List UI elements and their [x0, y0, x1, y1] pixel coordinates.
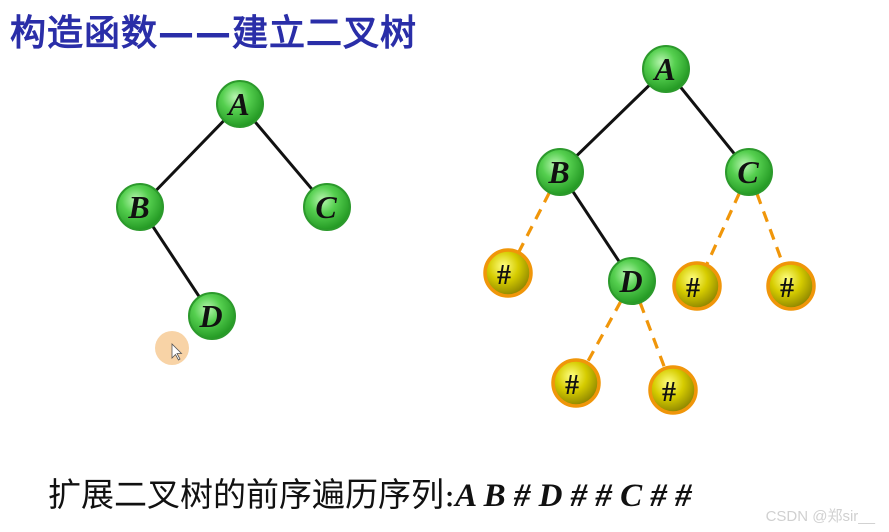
- preorder-sequence: A B # D # # C # #: [455, 478, 692, 514]
- right-tree-node-C: C: [725, 148, 773, 196]
- node-label: B: [547, 154, 569, 190]
- cursor-arrow-icon: [171, 343, 183, 361]
- node-circle: [672, 261, 722, 311]
- node-circle: [116, 183, 164, 231]
- right-tree-edge-A-C: [679, 85, 736, 156]
- node-label: C: [315, 189, 337, 225]
- right-tree-node-null-n1: #: [483, 248, 533, 298]
- right-tree-edge-B-D: [571, 190, 621, 263]
- left-tree-node-A: A: [216, 80, 264, 128]
- node-label: #: [565, 370, 579, 401]
- node-label: A: [652, 51, 675, 87]
- node-label: C: [737, 154, 759, 190]
- right-tree-edge-C-n4: [705, 192, 741, 266]
- left-tree-node-B: B: [116, 183, 164, 231]
- right-tree-edge-D-n3: [638, 301, 667, 370]
- node-label: #: [686, 273, 700, 304]
- left-tree-edge-A-B: [154, 119, 226, 192]
- right-tree-node-null-n5: #: [766, 261, 816, 311]
- node-label: A: [226, 86, 249, 122]
- node-circle: [303, 183, 351, 231]
- node-circle: [483, 248, 533, 298]
- right-tree-edge-B-n1: [517, 191, 551, 254]
- right-tree-node-null-n2: #: [551, 358, 601, 408]
- caption-label: 扩展二叉树的前序遍历序列:: [48, 475, 456, 514]
- left-tree-node-D: D: [188, 292, 236, 340]
- left-tree-node-C: C: [303, 183, 351, 231]
- page-title: 构造函数——建立二叉树: [10, 13, 418, 54]
- right-tree-node-null-n3: #: [648, 365, 698, 415]
- right-tree-edge-D-n2: [585, 300, 623, 364]
- node-circle: [608, 257, 656, 305]
- left-tree-edge-B-D: [151, 225, 201, 298]
- preorder-caption: 扩展二叉树的前序遍历序列:A B # D # # C # #: [48, 468, 692, 516]
- node-circle: [216, 80, 264, 128]
- right-tree-node-A: A: [642, 45, 690, 93]
- right-tree-node-D: D: [608, 257, 656, 305]
- node-label: #: [662, 377, 676, 408]
- node-circle: [536, 148, 584, 196]
- watermark: CSDN @郑sir__: [765, 508, 875, 525]
- node-circle: [766, 261, 816, 311]
- node-label: D: [618, 263, 642, 299]
- right-tree-edge-A-B: [575, 83, 651, 158]
- node-circle: [725, 148, 773, 196]
- node-circle: [551, 358, 601, 408]
- left-tree-edge-A-C: [253, 120, 314, 191]
- node-circle: [188, 292, 236, 340]
- node-label: #: [497, 260, 511, 291]
- right-tree-node-B: B: [536, 148, 584, 196]
- node-circle: [648, 365, 698, 415]
- right-tree-edge-C-n5: [755, 193, 785, 265]
- node-label: B: [127, 189, 149, 225]
- right-tree-node-null-n4: #: [672, 261, 722, 311]
- node-label: D: [198, 298, 222, 334]
- node-label: #: [780, 273, 794, 304]
- node-circle: [642, 45, 690, 93]
